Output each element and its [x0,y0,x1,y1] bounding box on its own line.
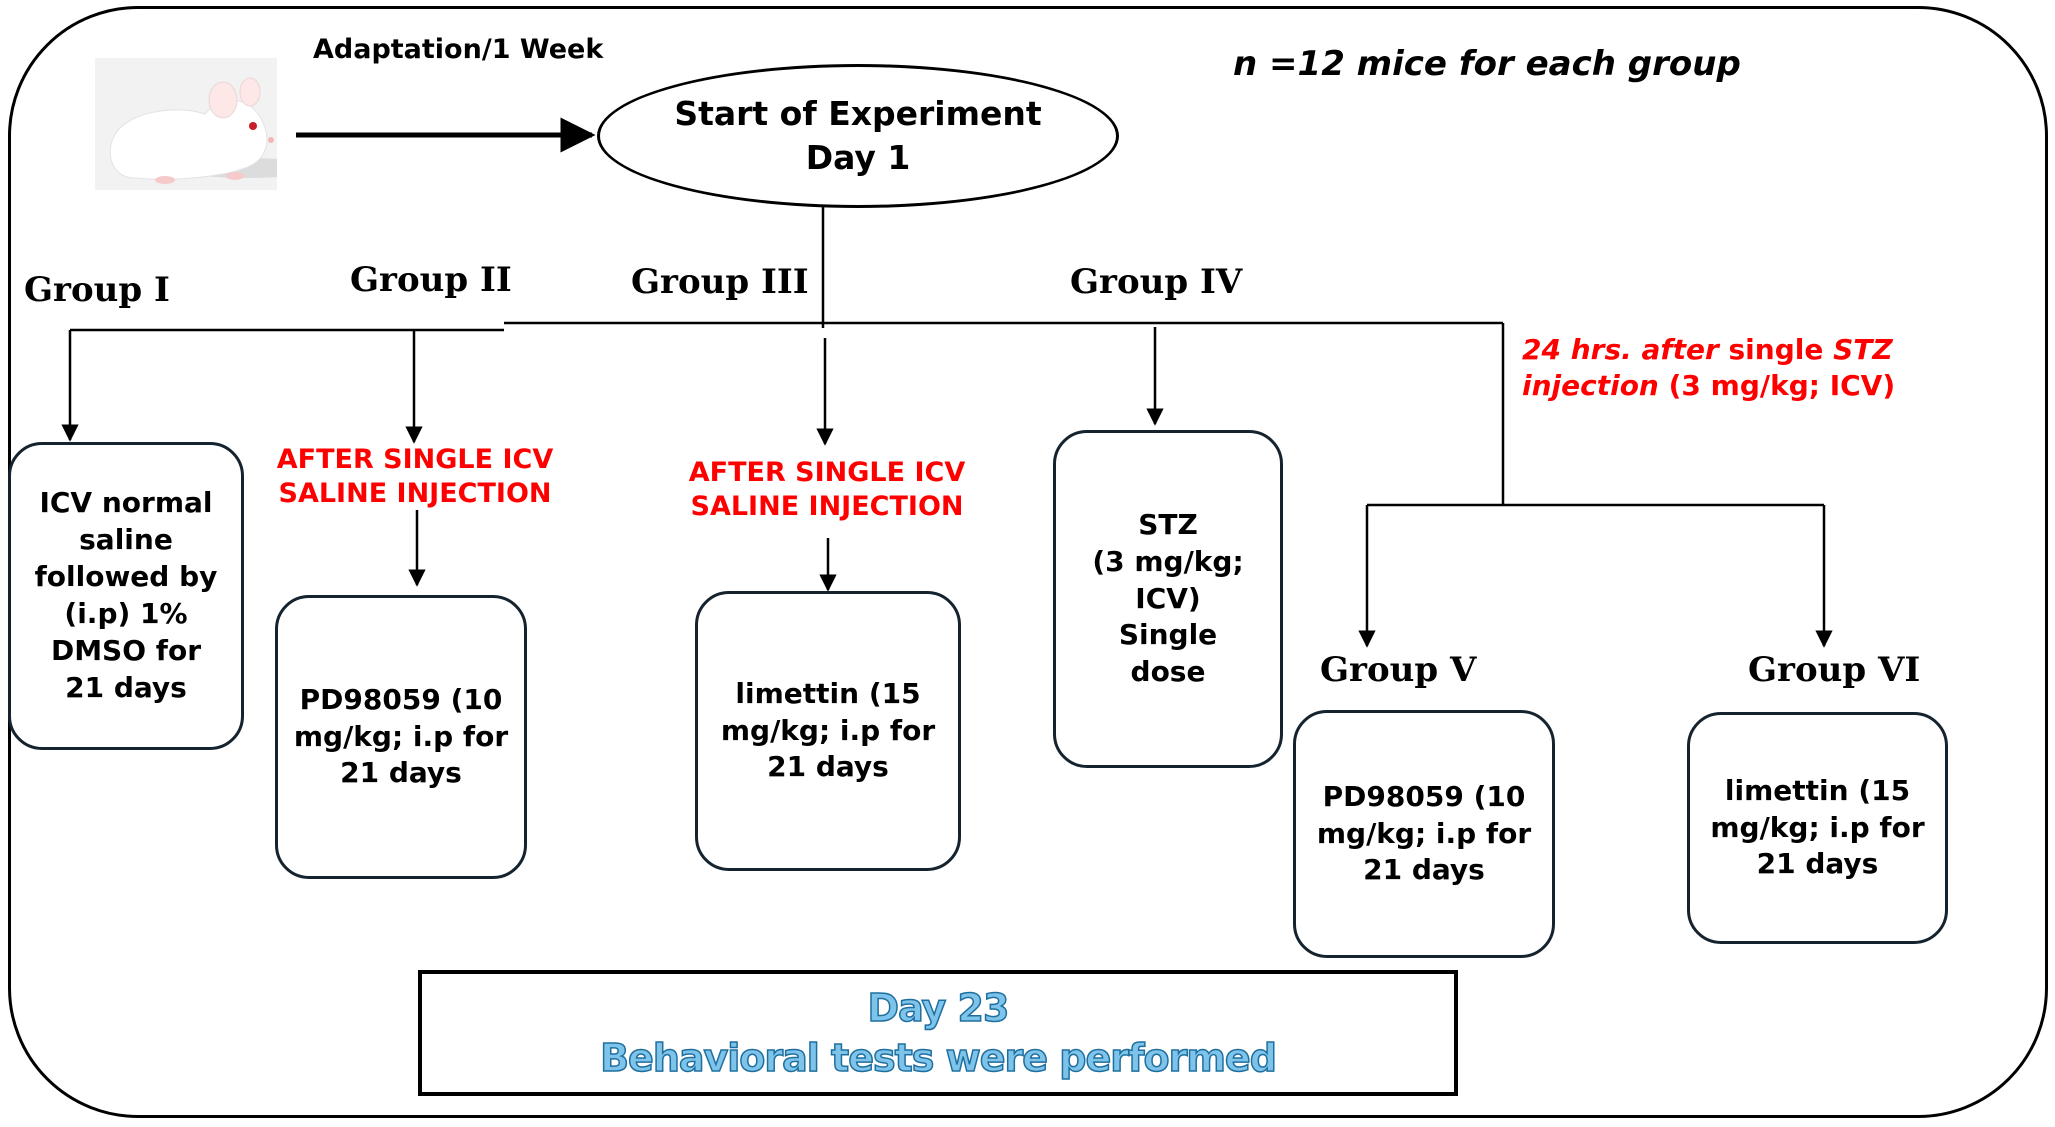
adaptation-label: Adaptation/1 Week [313,34,604,65]
group-1-treatment-box: ICV normal saline followed by (i.p) 1% D… [8,442,244,750]
stz-note-part2: single [1728,333,1834,366]
group-6-treatment-box: limettin (15 mg/kg; i.p for 21 days [1687,712,1948,944]
group-3-treatment-box: limettin (15 mg/kg; i.p for 21 days [695,591,961,871]
start-title: Start of Experiment [674,94,1042,134]
group-5-treatment-box: PD98059 (10 mg/kg; i.p for 21 days [1293,710,1555,958]
final-day: Day 23 [867,985,1010,1031]
group-5-label: Group V [1320,650,1477,690]
group-6-label: Group VI [1748,650,1921,690]
group-3-saline-note: AFTER SINGLE ICV SALINE INJECTION [688,457,966,522]
stz-note-part1: 24 hrs. after [1522,333,1729,366]
group-6-treatment: limettin (15 mg/kg; i.p for 21 days [1710,773,1925,881]
group-size-label: n =12 mice for each group [1233,44,1741,84]
stz-note-part4: injection [1522,369,1659,403]
group-4-treatment-box: STZ (3 mg/kg; ICV) Single dose [1053,430,1283,768]
group-3-treatment: limettin (15 mg/kg; i.p for 21 days [720,676,936,784]
stz-injection-note: 24 hrs. after single STZ injection (3 mg… [1522,332,1942,405]
group-2-label: Group II [350,260,512,300]
start-of-experiment-node: Start of Experiment Day 1 [597,64,1119,208]
group-5-treatment: PD98059 (10 mg/kg; i.p for 21 days [1316,779,1532,887]
final-text: Behavioral tests were performed [599,1035,1277,1081]
group-2-saline-note: AFTER SINGLE ICV SALINE INJECTION [276,444,554,509]
group-4-label: Group IV [1070,262,1243,302]
mouse-icon [95,58,277,190]
group-3-label: Group III [631,262,809,302]
group-1-label: Group I [24,270,170,310]
group-1-treatment: ICV normal saline followed by (i.p) 1% D… [34,486,218,704]
group-4-treatment: STZ (3 mg/kg; ICV) Single dose [1092,507,1244,689]
group-2-treatment: PD98059 (10 mg/kg; i.p for 21 days [293,682,509,790]
group-2-treatment-box: PD98059 (10 mg/kg; i.p for 21 days [275,595,527,879]
stz-note-part5: (3 mg/kg; ICV) [1658,369,1896,403]
start-day: Day 1 [805,138,911,177]
stz-note-part3: STZ [1833,333,1893,366]
behavioral-tests-box: Day 23 Behavioral tests were performed [418,970,1458,1096]
